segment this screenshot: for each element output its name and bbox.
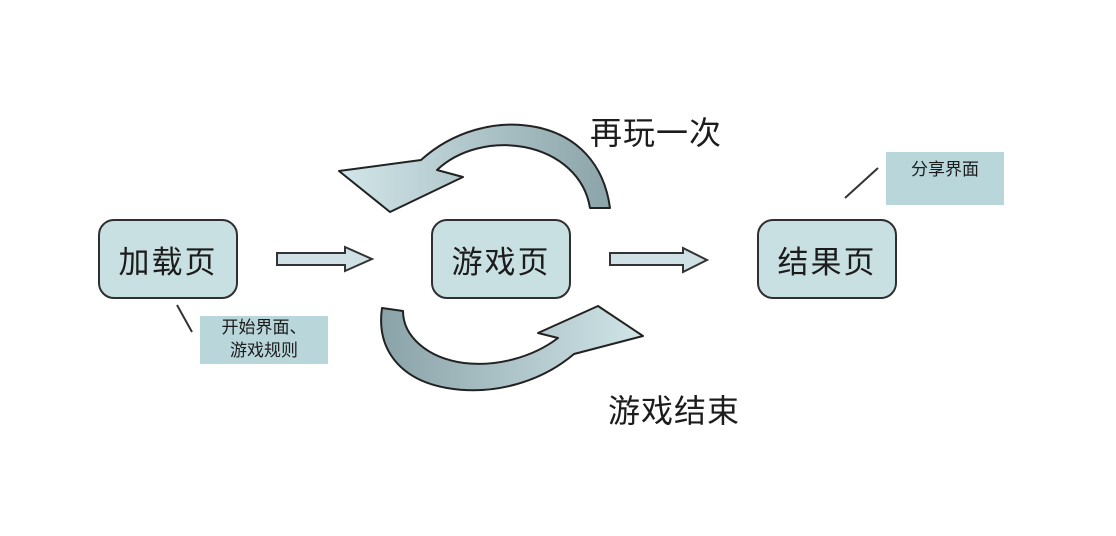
- annotation-loading-note: 开始界面、 游戏规则: [200, 316, 328, 364]
- label-game-over: 游戏结束: [608, 392, 741, 430]
- annotation-result-note: 分享界面: [886, 152, 1004, 205]
- arrow-loading-to-game: [276, 245, 375, 273]
- node-loading-page: 加载页: [98, 219, 238, 299]
- node-game-page: 游戏页: [431, 219, 571, 299]
- connector-result-note: [844, 167, 879, 199]
- annotation-loading-note-line1: 开始界面、: [221, 318, 307, 338]
- node-result-page: 结果页: [757, 219, 897, 299]
- connector-loading-note: [176, 304, 193, 333]
- arrow-game-to-result: [609, 246, 710, 274]
- label-replay: 再玩一次: [590, 114, 723, 152]
- node-game-page-label: 游戏页: [451, 244, 551, 281]
- annotation-loading-note-line2: 游戏规则: [230, 341, 298, 361]
- node-result-page-label: 结果页: [777, 244, 877, 281]
- curved-arrow-game-over: [380, 305, 644, 392]
- node-loading-page-label: 加载页: [118, 244, 218, 281]
- curved-arrow-replay: [338, 123, 611, 213]
